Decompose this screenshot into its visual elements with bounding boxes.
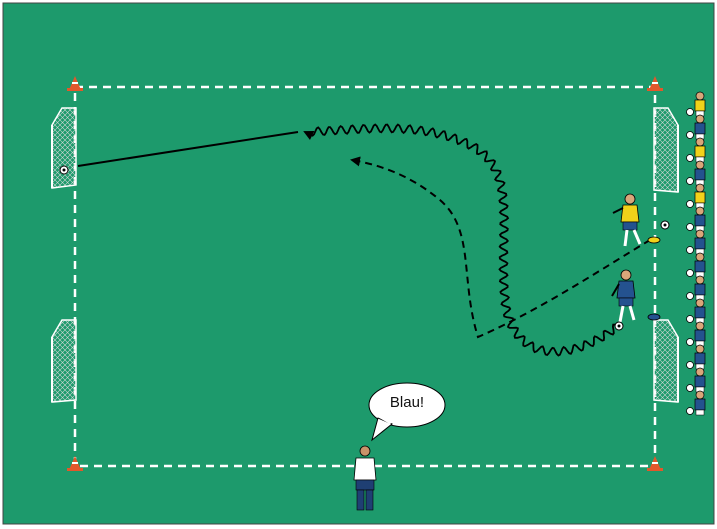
ball-icon xyxy=(686,269,694,277)
goal-icon xyxy=(653,107,679,193)
ball-icon xyxy=(686,177,694,185)
cone-icon xyxy=(67,456,83,471)
coach-icon xyxy=(353,445,377,511)
player-icon xyxy=(694,206,706,232)
player-icon xyxy=(694,367,706,393)
ball-icon xyxy=(686,131,694,139)
shot-path xyxy=(77,131,299,167)
cone-icon xyxy=(647,76,663,91)
flat-marker-icon xyxy=(647,236,661,244)
player-icon xyxy=(694,344,706,370)
ball-icon xyxy=(686,315,694,323)
player-icon xyxy=(694,160,706,186)
player-icon xyxy=(694,137,706,163)
ball-icon xyxy=(686,407,694,415)
player-icon xyxy=(694,252,706,278)
flat-marker-icon xyxy=(647,313,661,321)
player-queue xyxy=(686,91,706,416)
player-icon xyxy=(694,91,706,117)
cone-icon xyxy=(647,456,663,471)
goal-icon xyxy=(653,319,679,403)
player-icon xyxy=(694,229,706,255)
player-icon xyxy=(694,298,706,324)
player-icon xyxy=(612,193,642,247)
speech-bubble xyxy=(368,382,446,442)
cone-icon xyxy=(67,76,83,91)
dribble-path xyxy=(303,123,619,357)
ball-icon xyxy=(686,361,694,369)
player-icon xyxy=(694,321,706,347)
player-icon xyxy=(694,275,706,301)
ball-icon xyxy=(660,220,670,230)
goal-icon xyxy=(51,319,77,403)
goal-icon xyxy=(51,107,77,189)
player-icon xyxy=(694,390,706,416)
ball-icon xyxy=(686,292,694,300)
ball-icon xyxy=(686,200,694,208)
ball-icon xyxy=(686,384,694,392)
ball-icon xyxy=(59,165,69,175)
player-icon xyxy=(694,114,706,140)
ball-icon xyxy=(686,338,694,346)
ball-icon xyxy=(686,154,694,162)
player-icon xyxy=(611,269,636,323)
ball-icon xyxy=(686,246,694,254)
coach-speech-text: Blau! xyxy=(389,394,425,411)
player-icon xyxy=(694,183,706,209)
ball-icon xyxy=(614,321,624,331)
ball-icon xyxy=(686,108,694,116)
ball-icon xyxy=(686,223,694,231)
